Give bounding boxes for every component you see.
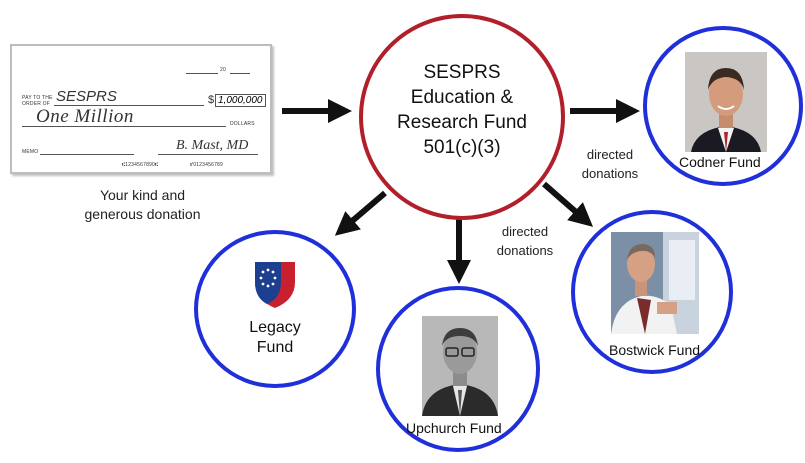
shield-logo-icon [255,262,295,308]
codner-fund-circle: Codner Fund [643,26,803,186]
legacy-fund-label: Legacy Fund [198,318,352,358]
center-fund-text: SESPRS Education & Research Fund 501(c)(… [363,60,561,160]
bostwick-fund-circle: Bostwick Fund [571,210,733,374]
center-fund-line-2: Education & [410,87,514,108]
codner-portrait [685,52,767,152]
center-fund-line-1: SESPRS [423,62,501,83]
donation-caption-line-1: Your kind and [99,187,186,203]
center-fund-circle: SESPRS Education & Research Fund 501(c)(… [359,14,565,220]
check-dollar-sign: $ [208,94,215,106]
bostwick-fund-label: Bostwick Fund [609,342,701,358]
directed-label-right-line-1: directed [586,147,634,162]
legacy-fund-label-line-1: Legacy [249,319,301,336]
donation-check: 20 PAY TO THE ORDER OF SESPRS $ 1,000,00… [10,44,272,174]
arrow-center-to-legacy [334,190,387,236]
center-fund-line-4: 501(c)(3) [423,137,501,158]
check-micr-routing: ⑆1234567890⑆ [122,162,159,168]
check-order-of-label: ORDER OF [22,101,50,107]
check-signature: B. Mast, MD [176,138,249,153]
directed-label-right-line-2: donations [581,166,639,181]
directed-label-lower-line-1: directed [501,224,549,239]
legacy-fund-label-line-2: Fund [256,339,294,356]
check-pay-to-label: PAY TO THE [22,95,53,101]
donation-caption: Your kind and generous donation [40,186,245,224]
upchurch-fund-circle: Upchurch Fund [376,286,540,452]
legacy-fund-circle: Legacy Fund [194,230,356,388]
check-memo-label: MEMO [22,149,39,155]
check-dollars-label: DOLLARS [230,121,255,127]
check-date-line: 20 [220,67,226,73]
upchurch-fund-label: Upchurch Fund [406,420,502,436]
check-micr-account: ⑈0123456789 [190,162,224,168]
arrow-center-to-bostwick [542,181,594,227]
bostwick-portrait [611,232,699,334]
codner-fund-label: Codner Fund [679,154,761,170]
check-payee: SESPRS [56,88,117,105]
upchurch-portrait [422,316,498,416]
directed-donations-label-right: directed donations [565,145,655,183]
check-amount-box: 1,000,000 [215,94,266,107]
directed-donations-label-lower: directed donations [480,222,570,260]
donation-caption-line-2: generous donation [84,206,201,222]
center-fund-line-3: Research Fund [397,112,527,133]
directed-label-lower-line-2: donations [496,243,554,258]
check-amount-words: One Million [36,106,134,127]
